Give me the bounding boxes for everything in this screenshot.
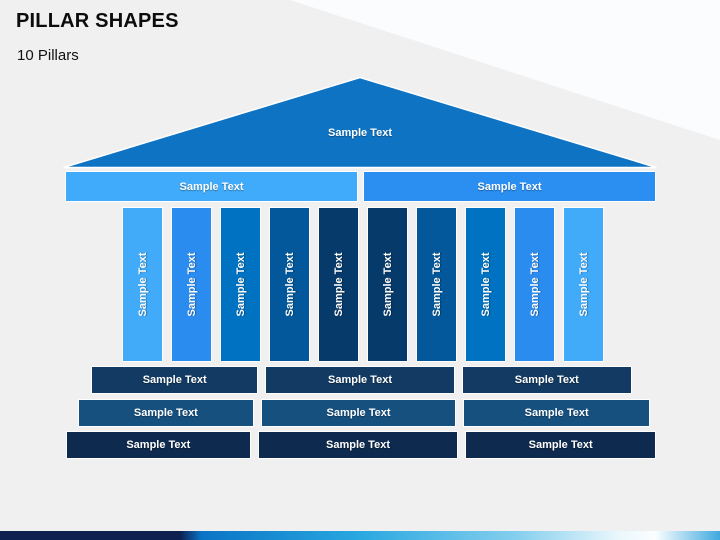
base-block-label: Sample Text — [514, 374, 579, 386]
entablature-left-label: Sample Text — [179, 180, 244, 193]
base-block-label: Sample Text — [326, 407, 391, 419]
base-block-label: Sample Text — [142, 374, 207, 386]
pillar-shape: Sample Text — [269, 207, 310, 362]
pillar-shape: Sample Text — [514, 207, 555, 362]
base-block-shape: Sample Text — [257, 431, 459, 459]
base-block-label: Sample Text — [528, 439, 593, 451]
base-row: Sample Text Sample Text Sample Text — [78, 399, 650, 427]
base-block-shape: Sample Text — [461, 366, 632, 394]
pediment-triangle-shape — [63, 76, 657, 169]
pillar-shape: Sample Text — [220, 207, 261, 362]
base-block-shape: Sample Text — [465, 431, 656, 459]
base-row: Sample Text Sample Text Sample Text — [91, 366, 632, 394]
pillar-shape: Sample Text — [171, 207, 212, 362]
base-block-shape: Sample Text — [91, 366, 259, 394]
base-block-shape: Sample Text — [78, 399, 254, 427]
base-block-label: Sample Text — [133, 407, 198, 419]
base-block-shape: Sample Text — [260, 399, 457, 427]
base-block-label: Sample Text — [328, 374, 392, 386]
pillar-shape: Sample Text — [416, 207, 457, 362]
page-subtitle: 10 Pillars — [17, 47, 79, 64]
pediment-label: Sample Text — [328, 127, 392, 139]
pillar-label: Sample Text — [577, 252, 590, 317]
base-block-shape: Sample Text — [66, 431, 251, 459]
pillars-container: Sample Text Sample Text Sample Text Samp… — [122, 207, 604, 362]
base-row: Sample Text Sample Text Sample Text — [66, 431, 656, 459]
pillar-shape: Sample Text — [563, 207, 604, 362]
entablature-bar-right: Sample Text — [363, 171, 656, 202]
base-block-label: Sample Text — [126, 439, 191, 451]
pillar-shape: Sample Text — [122, 207, 163, 362]
entablature-bar-left: Sample Text — [65, 171, 358, 202]
page-title: PILLAR SHAPES — [16, 10, 179, 32]
entablature-right-label: Sample Text — [477, 180, 542, 193]
pillar-shape: Sample Text — [367, 207, 408, 362]
pillar-shape: Sample Text — [318, 207, 359, 362]
base-block-label: Sample Text — [326, 439, 390, 451]
base-block-label: Sample Text — [524, 407, 589, 419]
footer-gradient-bar — [0, 531, 720, 540]
pillar-shape: Sample Text — [465, 207, 506, 362]
base-block-shape: Sample Text — [463, 399, 650, 427]
base-block-shape: Sample Text — [265, 366, 455, 394]
